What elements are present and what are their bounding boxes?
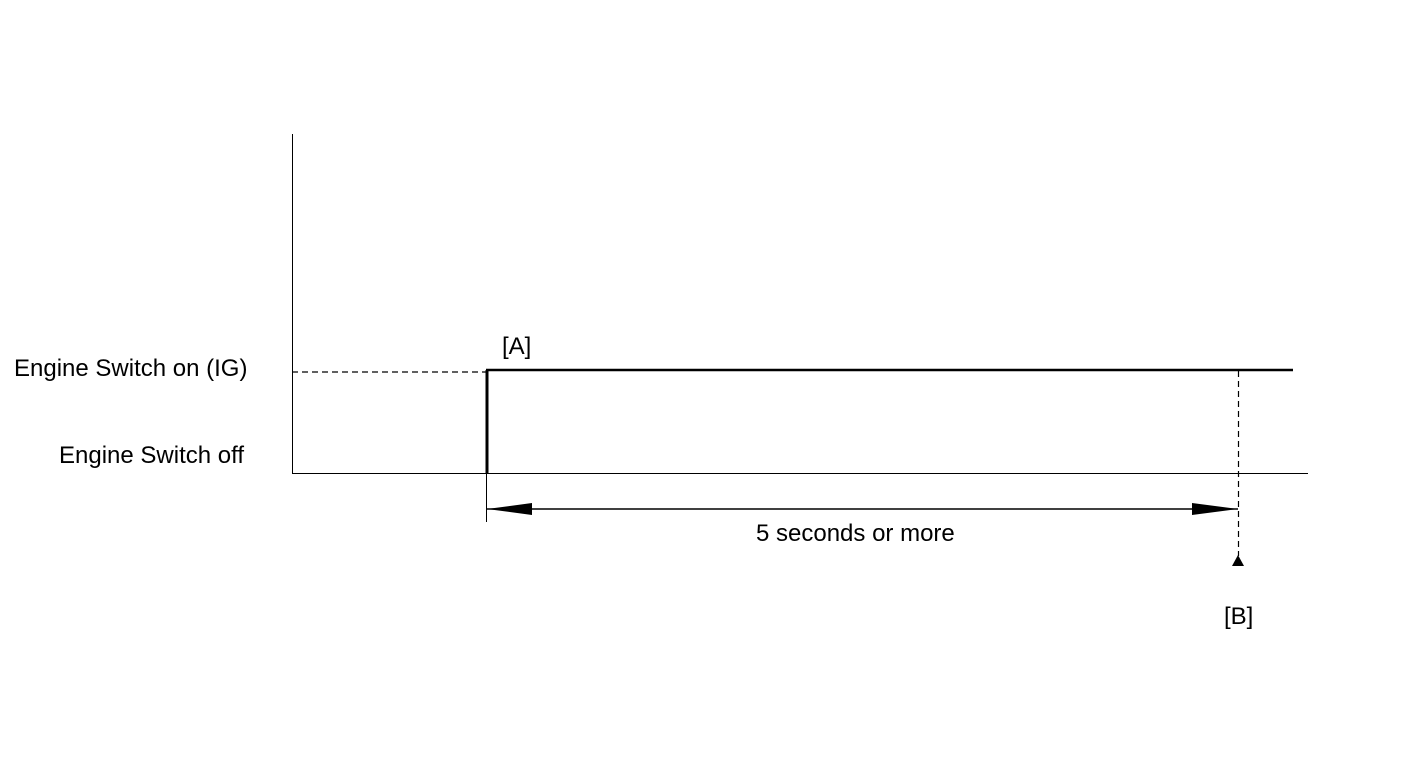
marker-a-label: [A] <box>502 333 532 360</box>
marker-b-triangle-icon <box>1232 555 1244 566</box>
state-on-label: Engine Switch on (IG) <box>14 355 248 382</box>
duration-arrowhead-right <box>1192 503 1238 515</box>
duration-arrowhead-left <box>487 503 532 515</box>
marker-b-label: [B] <box>1224 603 1254 630</box>
duration-label: 5 seconds or more <box>756 520 955 547</box>
state-off-label: Engine Switch off <box>59 442 245 469</box>
